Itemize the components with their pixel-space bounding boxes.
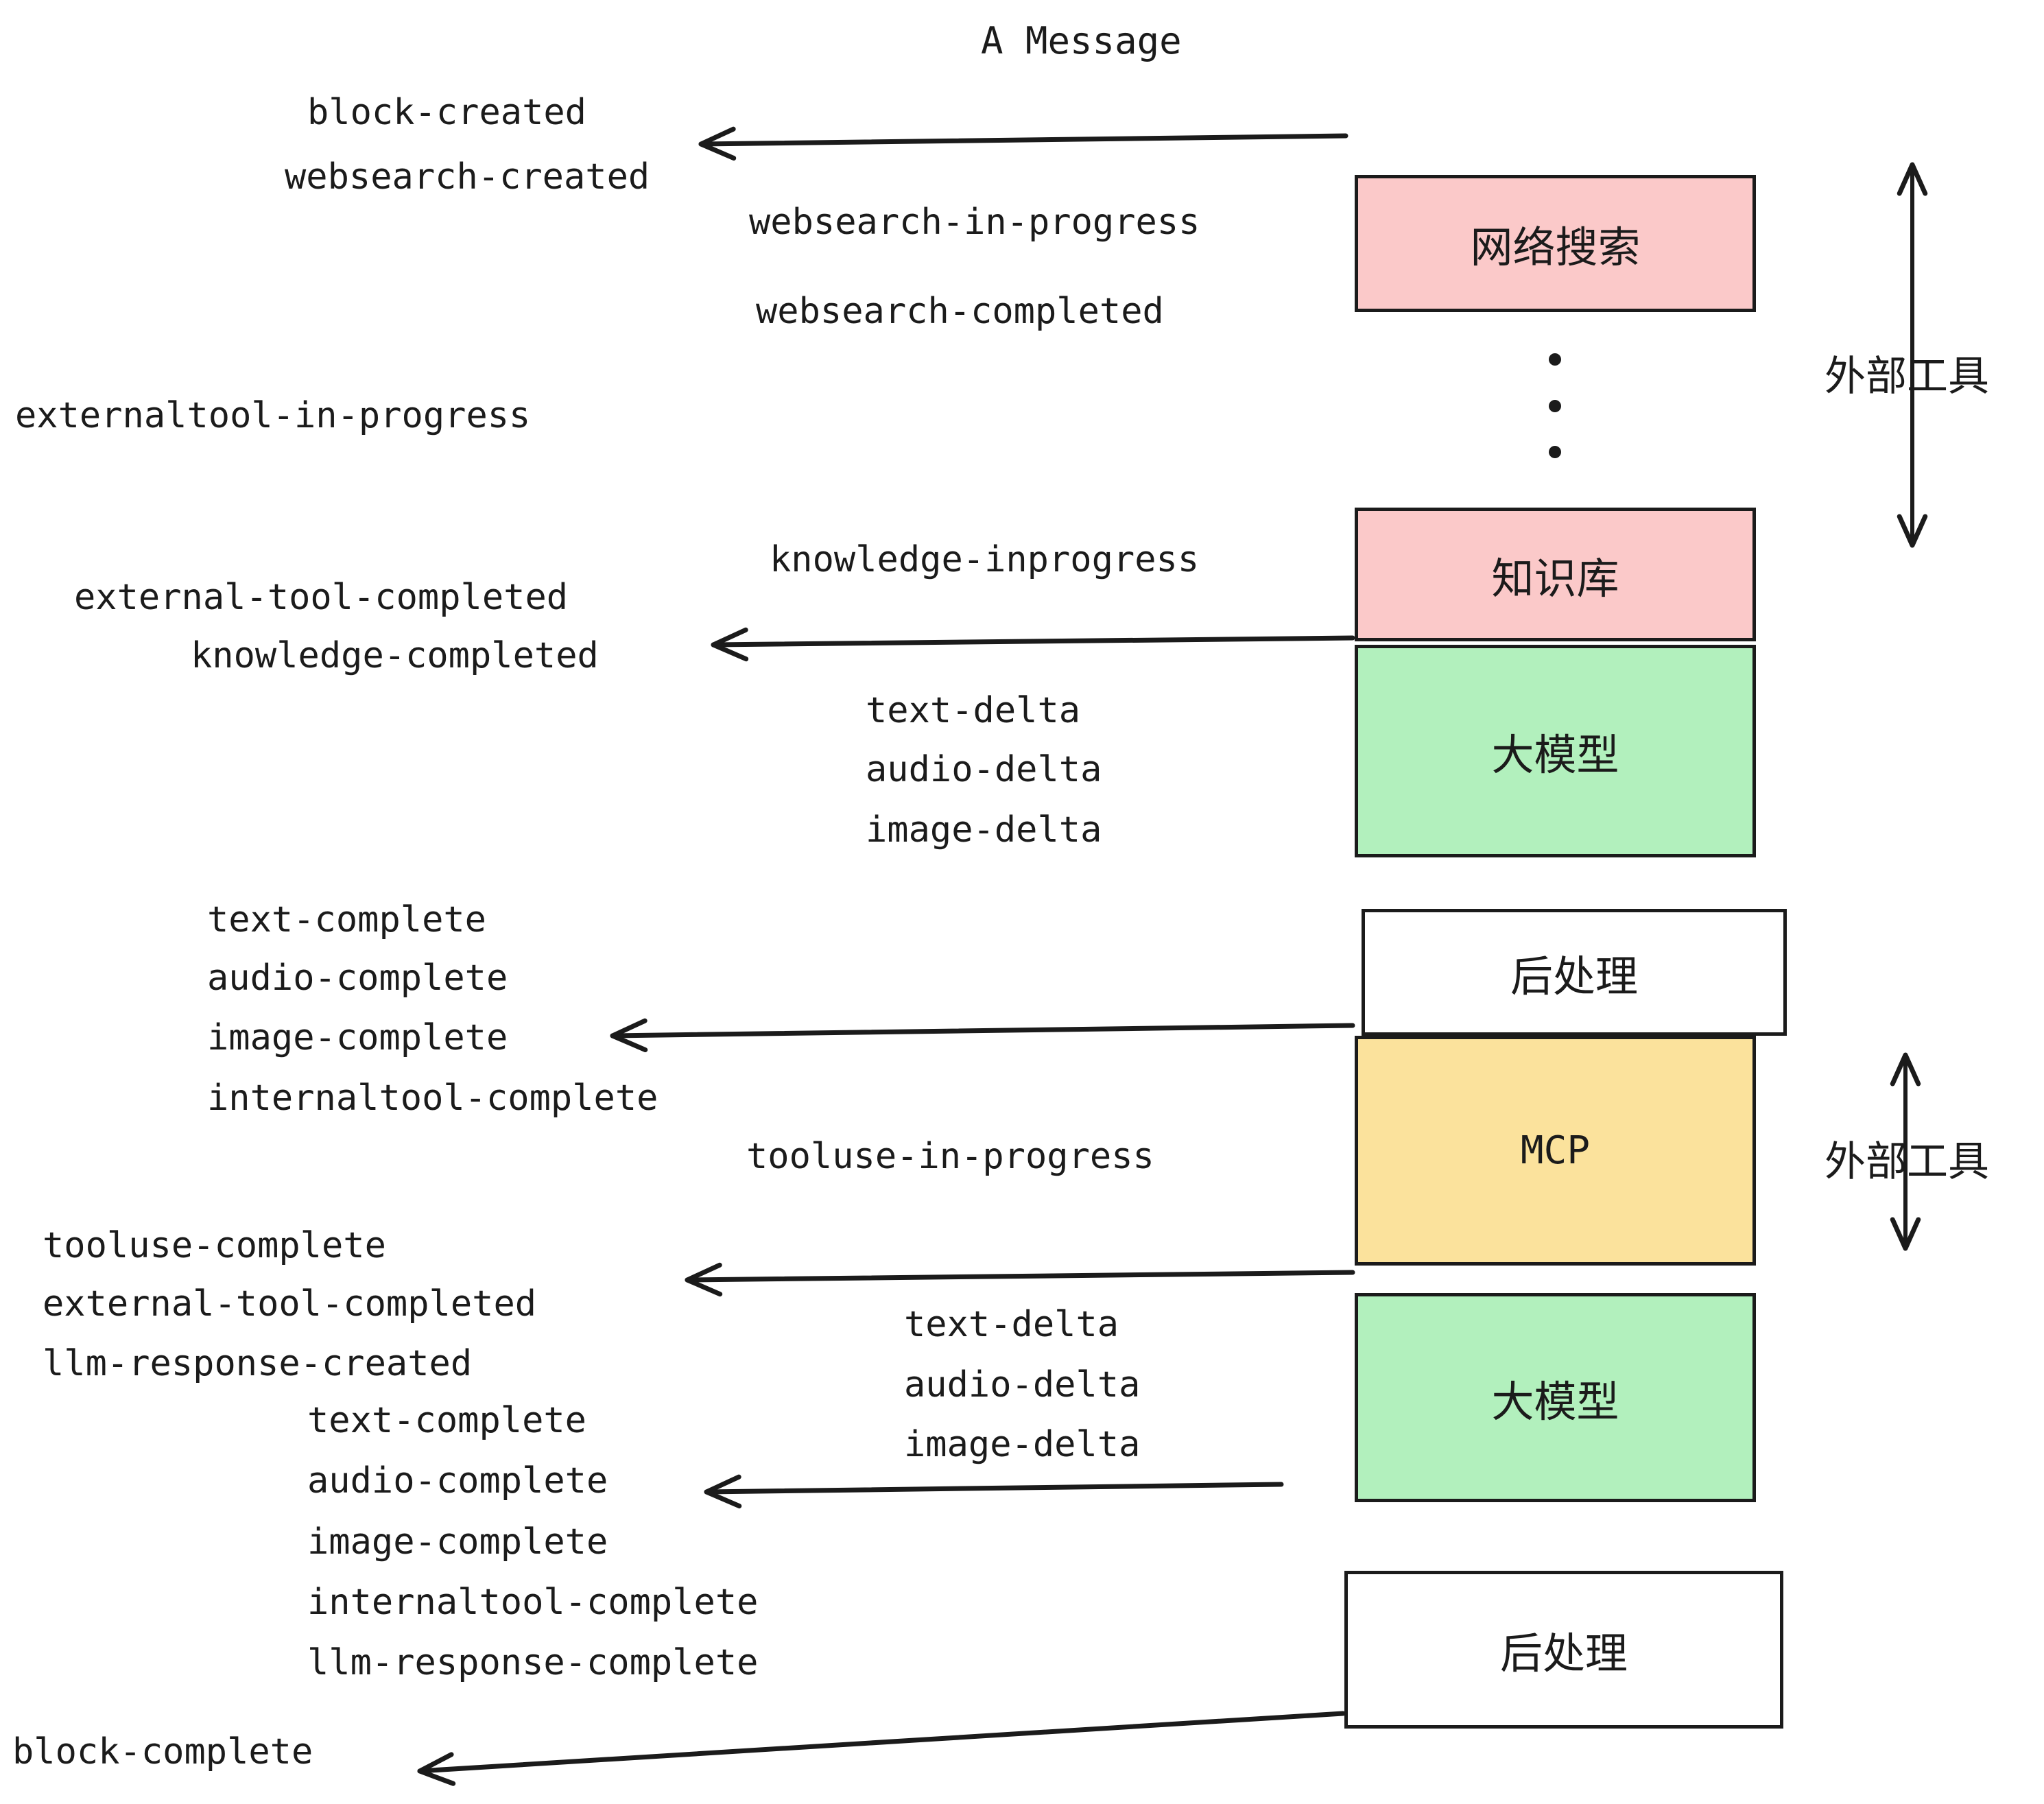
ellipsis-dot-2	[1549, 400, 1561, 412]
event-label-tooluse-complete: tooluse-complete	[43, 1225, 386, 1266]
arrow-knowledge-completed-line	[711, 635, 1355, 648]
event-label-audio-delta-2: audio-delta	[904, 1364, 1141, 1405]
event-label-knowledge-completed: knowledge-completed	[191, 635, 599, 676]
event-label-external-tool-completed-1: external-tool-completed	[74, 577, 569, 618]
external-tools-arrow-bottom-head-down	[1890, 1217, 1921, 1251]
page-title: A Message	[981, 19, 1182, 62]
event-label-external-tool-completed-2: external-tool-completed	[43, 1283, 537, 1325]
arrow-image-complete-line	[610, 1023, 1355, 1039]
node-postproc-2: 后处理	[1344, 1571, 1783, 1729]
arrow-block-created-line	[698, 133, 1348, 147]
arrow-knowledge-completed-head	[711, 627, 749, 662]
external-tools-arrow-top-head-down	[1897, 514, 1928, 548]
arrow-tooluse-complete-head	[685, 1262, 723, 1297]
event-label-llm-response-complete: llm-response-complete	[307, 1642, 759, 1683]
event-label-image-complete-1: image-complete	[207, 1017, 508, 1058]
event-label-audio-delta-1: audio-delta	[866, 749, 1102, 790]
event-label-websearch-created: websearch-created	[285, 156, 650, 198]
event-label-text-complete-2: text-complete	[307, 1400, 586, 1441]
arrow-tooluse-complete-line	[685, 1270, 1355, 1283]
external-tools-arrow-bottom-head-up	[1890, 1052, 1921, 1087]
event-label-internaltool-complete-1: internaltool-complete	[207, 1078, 658, 1119]
side-label-external-tools-top: 外部工具	[1825, 353, 1989, 401]
arrow-audio-complete-line	[704, 1482, 1284, 1495]
node-websearch: 网络搜索	[1355, 175, 1756, 312]
arrow-block-created-head	[698, 126, 737, 161]
ellipsis-dot-3	[1549, 446, 1561, 458]
event-label-audio-complete-1: audio-complete	[207, 958, 508, 999]
event-label-text-delta-2: text-delta	[904, 1304, 1119, 1345]
arrow-image-complete-head	[610, 1018, 648, 1053]
event-label-image-delta-1: image-delta	[866, 809, 1102, 851]
node-llm-1: 大模型	[1355, 645, 1756, 857]
arrow-block-complete-line	[417, 1711, 1346, 1774]
event-label-block-created: block-created	[307, 92, 586, 133]
event-label-image-delta-2: image-delta	[904, 1424, 1141, 1465]
event-label-text-delta-1: text-delta	[866, 690, 1081, 731]
event-label-knowledge-inprogress: knowledge-inprogress	[770, 539, 1200, 580]
event-label-externaltool-in-progress: externaltool-in-progress	[15, 395, 531, 436]
node-mcp: MCP	[1355, 1036, 1756, 1266]
event-label-image-complete-2: image-complete	[307, 1521, 608, 1563]
event-label-internaltool-complete-2: internaltool-complete	[307, 1582, 759, 1623]
side-label-external-tools-bottom: 外部工具	[1825, 1138, 1989, 1186]
event-label-websearch-in-progress: websearch-in-progress	[749, 202, 1200, 243]
node-llm-2: 大模型	[1355, 1293, 1756, 1502]
arrow-audio-complete-head	[704, 1474, 742, 1509]
arrow-block-complete-head	[417, 1752, 456, 1786]
external-tools-arrow-top-head-up	[1897, 162, 1928, 196]
event-label-block-complete: block-complete	[12, 1731, 313, 1772]
event-label-tooluse-in-progress: tooluse-in-progress	[746, 1136, 1154, 1177]
event-label-text-complete-1: text-complete	[207, 899, 486, 940]
event-label-audio-complete-2: audio-complete	[307, 1460, 608, 1502]
node-knowledge: 知识库	[1355, 508, 1756, 641]
event-label-websearch-completed: websearch-completed	[756, 291, 1164, 332]
ellipsis-dot-1	[1549, 353, 1561, 366]
node-postproc-1: 后处理	[1362, 909, 1787, 1036]
event-label-llm-response-created: llm-response-created	[43, 1343, 473, 1384]
